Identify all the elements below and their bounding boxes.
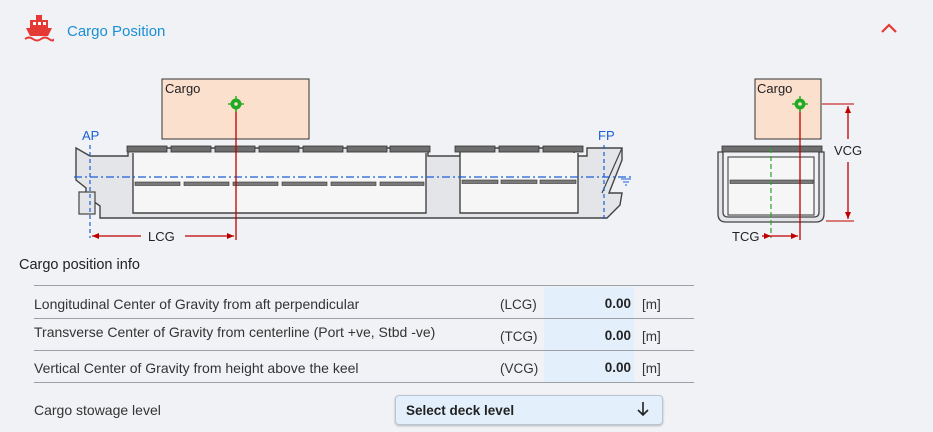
vcg-label: VCG: [834, 143, 862, 158]
tcg-row-label: Transverse Center of Gravity from center…: [34, 324, 436, 340]
divider: [34, 285, 694, 286]
cargo-label-side: Cargo: [165, 81, 200, 96]
vcg-value-input[interactable]: 0.00: [544, 351, 634, 382]
lcg-row-label: Longitudinal Center of Gravity from aft …: [34, 296, 360, 312]
lcg-row-unit: [m]: [642, 297, 661, 312]
cargo-position-info-title: Cargo position info: [19, 257, 140, 273]
divider: [34, 382, 694, 383]
panel-header: Cargo Position: [0, 0, 933, 62]
vcg-row: Vertical Center of Gravity from height a…: [34, 351, 694, 383]
lcg-label: LCG: [148, 229, 175, 244]
vcg-row-unit: [m]: [642, 361, 661, 376]
ship-section-view: Cargo VCG TCG: [717, 78, 862, 244]
ship-side-view: AP FP Cargo LCG: [74, 78, 634, 244]
lcg-row-code: (LCG): [500, 297, 537, 312]
ap-label: AP: [82, 128, 99, 143]
ship-icon: [24, 15, 54, 42]
cargo-box-section: [754, 78, 822, 140]
tcg-value-input[interactable]: 0.00: [544, 319, 634, 350]
lcg-row: Longitudinal Center of Gravity from aft …: [34, 287, 694, 319]
divider: [34, 350, 694, 351]
panel-title: Cargo Position: [67, 23, 166, 40]
fp-label: FP: [598, 128, 615, 143]
tcg-row-code: (TCG): [500, 329, 538, 344]
vcg-row-code: (VCG): [500, 361, 539, 376]
chevron-up-icon[interactable]: [878, 18, 900, 40]
tcg-row: Transverse Center of Gravity from center…: [34, 319, 694, 351]
cg-marker-icon: [792, 96, 808, 112]
cargo-stowage-level-label: Cargo stowage level: [34, 402, 161, 418]
arrow-down-icon: [637, 402, 649, 417]
divider: [34, 318, 694, 319]
deck-level-select-value: Select deck level: [406, 403, 515, 418]
tcg-label: TCG: [732, 229, 759, 244]
tcg-row-unit: [m]: [642, 329, 661, 344]
cargo-label-section: Cargo: [757, 81, 792, 96]
vcg-row-label: Vertical Center of Gravity from height a…: [34, 360, 359, 376]
cg-marker-icon: [228, 96, 244, 112]
cargo-position-diagram: AP FP Cargo LCG Cargo: [74, 78, 862, 244]
deck-level-select[interactable]: Select deck level: [395, 395, 663, 425]
lcg-value-input[interactable]: 0.00: [544, 287, 634, 318]
